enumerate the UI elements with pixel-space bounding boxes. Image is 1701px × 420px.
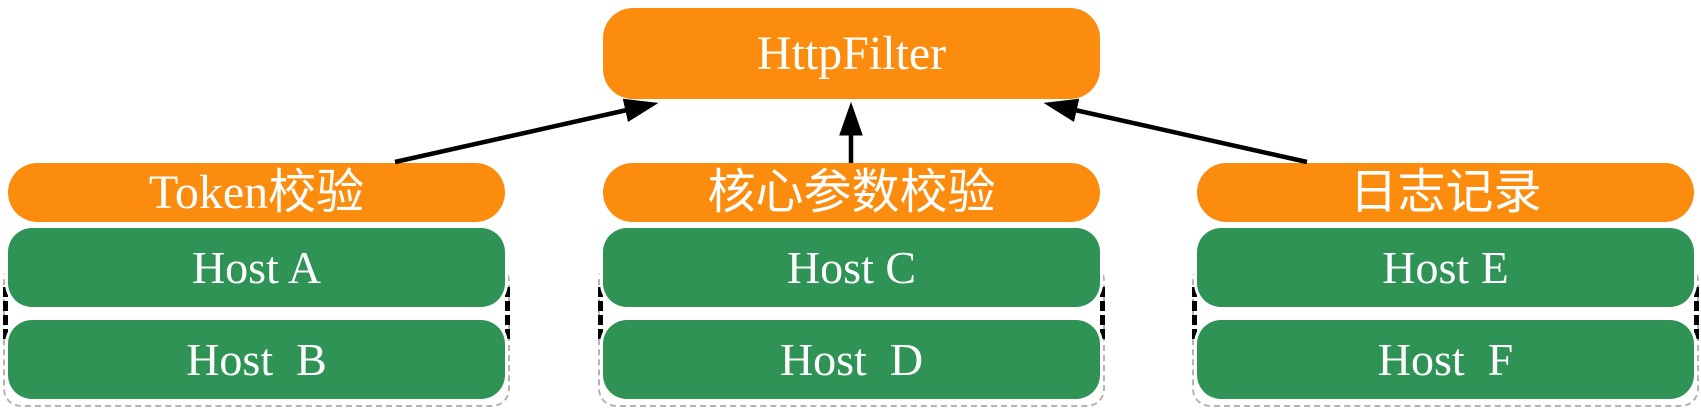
filter-group-log: 日志记录 Host E Host F <box>1192 163 1699 407</box>
host-node: Host F <box>1197 320 1694 399</box>
filter-group-token: Token校验 Host A Host B <box>3 163 510 407</box>
frame-dash-right <box>505 287 510 339</box>
frame-dash-left <box>3 287 8 339</box>
frame-dash-right <box>1694 287 1699 339</box>
arrow-log-group-to-httpfilter <box>1043 98 1308 165</box>
host-node: Host A <box>8 228 505 307</box>
arrow-token-group-to-httpfilter <box>394 98 659 165</box>
frame-dash-right <box>1100 287 1105 339</box>
group-title: Token校验 <box>8 163 505 222</box>
httpfilter-node: HttpFilter <box>603 8 1100 99</box>
frame-dash-left <box>598 287 603 339</box>
filter-group-param: 核心参数校验 Host C Host D <box>598 163 1105 407</box>
host-node: Host C <box>603 228 1100 307</box>
host-node: Host B <box>8 320 505 399</box>
host-node: Host D <box>603 320 1100 399</box>
group-title: 核心参数校验 <box>603 163 1100 222</box>
host-node: Host E <box>1197 228 1694 307</box>
frame-dash-left <box>1192 287 1197 339</box>
group-title: 日志记录 <box>1197 163 1694 222</box>
